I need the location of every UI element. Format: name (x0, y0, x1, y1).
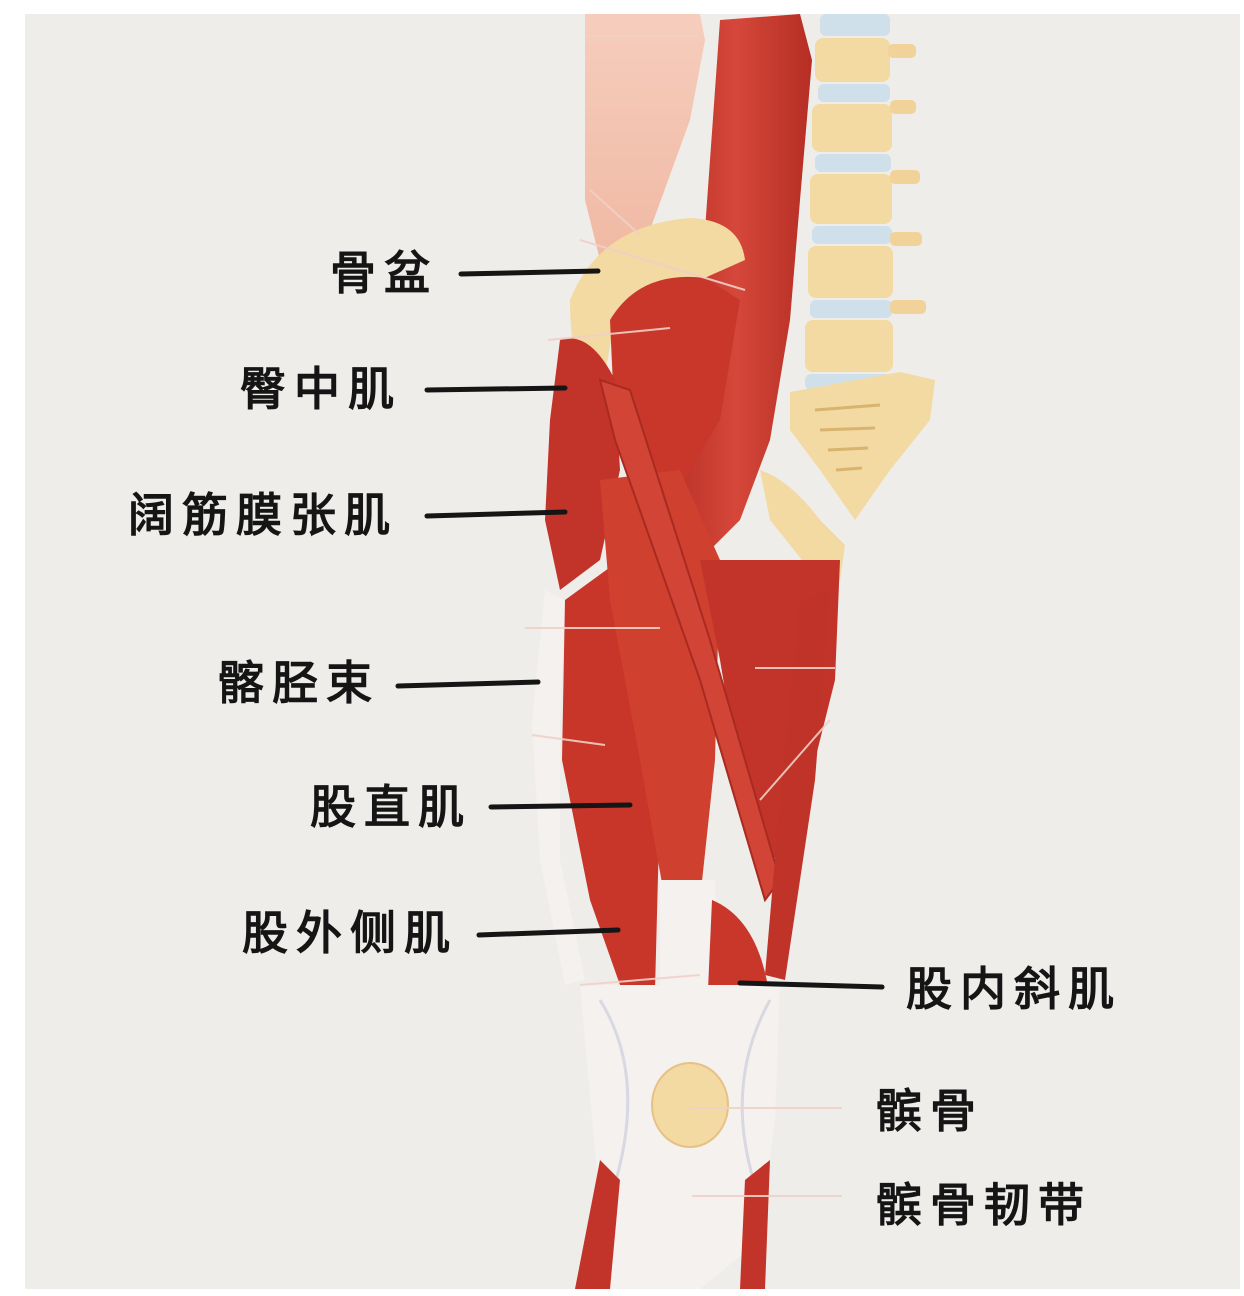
label-patella: 髌骨 (876, 1084, 984, 1138)
quadriceps-tendon (660, 880, 720, 1000)
label-pelvis: 骨盆 (330, 246, 438, 300)
label-vastus-medialis: 股内斜肌 (906, 962, 1122, 1016)
iliotibial-band (532, 590, 585, 985)
pubic-bone (760, 470, 845, 580)
label-iliotibial-band: 髂胫束 (218, 656, 380, 710)
leader-line-iliotibial-band (395, 679, 541, 689)
label-patellar-ligament: 髌骨韧带 (876, 1178, 1092, 1232)
label-vastus-lateralis: 股外侧肌 (242, 906, 458, 960)
label-rectus-femoris: 股直肌 (310, 780, 472, 834)
leader-line-vastus-lateralis (476, 927, 621, 938)
leader-line-rectus-femoris (488, 802, 633, 810)
leader-line-pelvis (458, 268, 601, 277)
tensor-fasciae-latae-muscle (545, 338, 620, 590)
leader-line-gluteus-medius (424, 385, 568, 393)
spine (790, 14, 935, 520)
abdomen-skin (585, 14, 705, 260)
label-tensor-fasciae-latae: 阔筋膜张肌 (128, 488, 398, 542)
shin-muscles-right (740, 1160, 770, 1289)
patella-bone (651, 1062, 729, 1148)
leader-lines (395, 268, 885, 990)
leader-line-tensor-fasciae-latae (424, 509, 568, 519)
leader-line-vastus-medialis (737, 980, 885, 990)
iliac-crest (570, 218, 745, 400)
shin-muscles-left (575, 1160, 620, 1289)
gracilis-muscle (765, 590, 830, 980)
label-gluteus-medius: 臀中肌 (240, 362, 402, 416)
